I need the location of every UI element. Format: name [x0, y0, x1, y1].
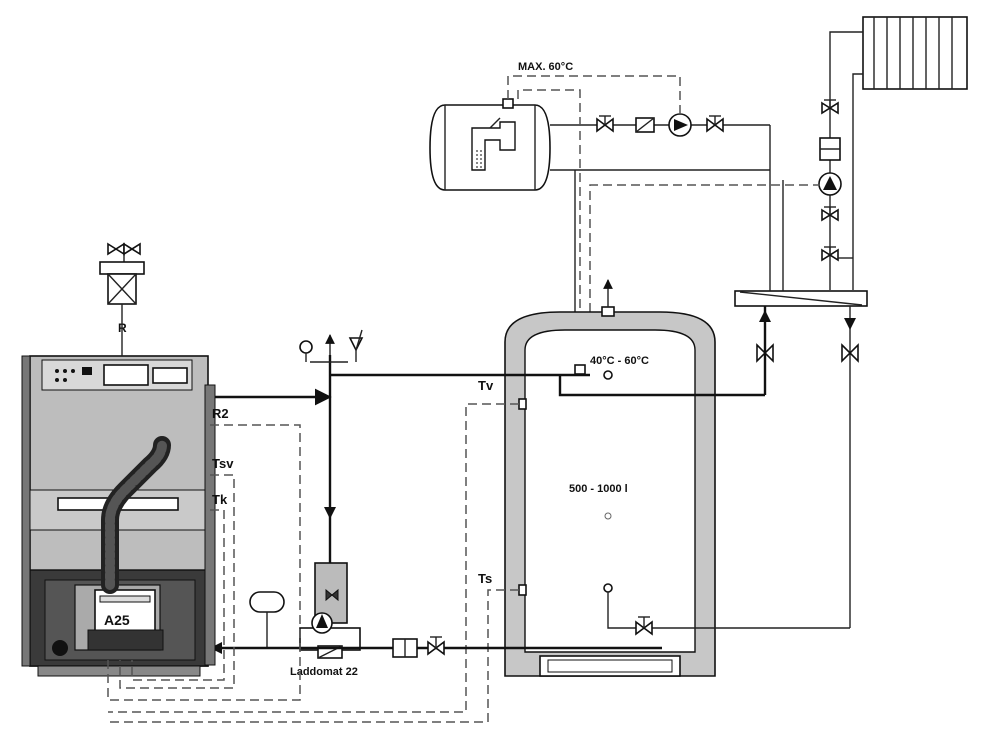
tk-label: Tk: [212, 492, 228, 507]
ts-sensor: [518, 584, 527, 596]
expansion-vessel: [249, 591, 285, 648]
max-temp-label: MAX. 60°C: [518, 61, 573, 73]
laddomat-label: Laddomat 22: [290, 666, 358, 678]
radiator-valve-bottom: [821, 246, 853, 262]
r2-label: R2: [212, 406, 229, 421]
buffer-tank: [504, 279, 716, 677]
manifold-valve-right: [841, 343, 859, 363]
heater-valve-left: [596, 115, 614, 133]
manifold-valve-left: [756, 343, 774, 363]
heater-valve-right: [706, 115, 724, 133]
hot-water-heater: [429, 104, 551, 191]
boiler: [21, 355, 216, 677]
radiator-pump: [818, 172, 842, 196]
tank-top-outlet: [558, 376, 765, 397]
tank-bottom-valve: [635, 616, 653, 636]
ts-label: Ts: [478, 571, 492, 586]
distribution-manifold: [734, 290, 868, 307]
radiator-circuit-pipes: [829, 31, 863, 290]
heater-pump: [668, 113, 692, 137]
tv-sensor: [518, 398, 527, 410]
tsv-label: Tsv: [212, 456, 234, 471]
heater-sensor: [502, 98, 514, 109]
tv-label: Tv: [478, 378, 494, 393]
tank-top-sensor: [574, 364, 586, 375]
boiler-model-label: A25: [104, 612, 130, 628]
r-actuator-valve: [99, 242, 145, 356]
radiator-valve-top: [821, 99, 839, 115]
return-valve: [427, 636, 445, 656]
tank-volume-label: 500 - 1000 l: [569, 483, 628, 495]
manometer: [299, 340, 313, 354]
laddomat-22: [299, 562, 361, 659]
heater-check-valve: [635, 117, 655, 133]
radiator-valve-middle: [821, 206, 839, 222]
radiator: [862, 16, 968, 90]
tank-temp-label: 40°C - 60°C: [590, 355, 649, 367]
safety-valve: [348, 329, 364, 362]
